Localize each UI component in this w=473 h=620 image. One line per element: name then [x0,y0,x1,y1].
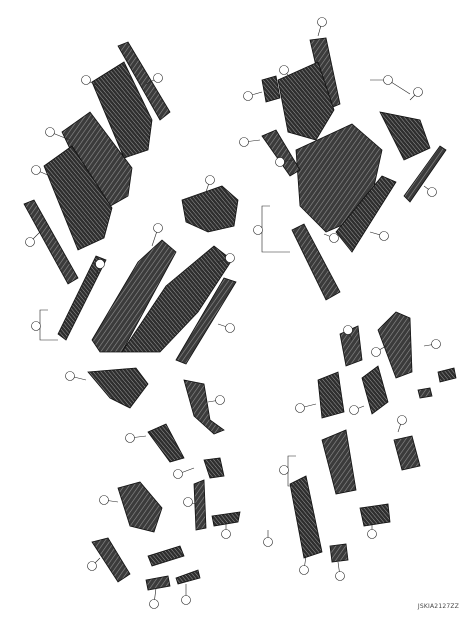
callout-bubble [25,237,35,247]
callout-bubble [349,405,359,415]
center-pillar-reinforcement [361,365,389,415]
callout-bubble [221,529,231,539]
callout-bubble [317,17,327,27]
callout-bubble [205,175,215,185]
floor-crossmember-upper [91,61,153,159]
callout-bubble [275,157,285,167]
rear-floor-extension [335,175,397,253]
callout-bubble [153,223,163,233]
callout-bubble [427,187,437,197]
side-sill-inner [23,199,79,285]
callout-leaders [25,17,441,609]
stay-b [211,511,241,527]
callout-bubble [343,325,353,335]
callout-bubble [149,599,159,609]
clip-right-a [437,367,457,383]
callout-bubble [279,465,289,475]
upper-right-rear-group [261,37,447,301]
rear-side-member-extension [291,223,341,301]
rear-crossmember-long [403,145,447,203]
callout-bubble [81,75,91,85]
callout-bubble [299,565,309,575]
callout-bubble [181,595,191,605]
callout-bubble [383,75,393,85]
rear-floor-side-member [379,111,431,161]
hood-hinge-bracket [87,367,149,409]
callout-bubble [371,347,381,357]
callout-bubble [397,415,407,425]
clip-right-b [417,387,433,399]
callout-bubble [239,137,249,147]
bracket-small-d [175,569,201,585]
callout-bubble [329,233,339,243]
callout-bubble [225,323,235,333]
lower-left-detail-group [87,367,241,591]
front-pillar-lower [183,379,225,435]
center-pillar-inner [377,311,413,379]
callout-bubble [183,497,193,507]
callout-bubble [253,225,263,235]
rear-pillar-inner [317,371,345,419]
callout-bubble [125,433,135,443]
quarter-inner-upper [321,429,357,495]
cowl-top-bracket [181,185,239,233]
quarter-inner-lower [289,475,323,559]
lower-right-detail-group [289,311,457,563]
callout-bubble [225,253,235,263]
bracket-small-b [147,545,185,567]
callout-bubble [243,91,253,101]
wheelhouse-outer [393,435,421,471]
callout-bubble [153,73,163,83]
callout-bubble [173,469,183,479]
small-clip-a [203,457,225,479]
callout-bubble [367,529,377,539]
floor-bracket-a [261,129,301,177]
callout-bubble [263,537,273,547]
stay-a [193,479,207,531]
rear-bracket-e [359,503,391,527]
callout-bubble [279,65,289,75]
front-floor-panel [43,145,113,251]
dash-side-lower [117,481,163,533]
callout-bubble [87,561,97,571]
callout-bubble [431,339,441,349]
callout-bubble [99,495,109,505]
hoodledge-rear [57,255,107,341]
callout-bubble [335,571,345,581]
callout-bubble [295,403,305,413]
bracket-small-c [145,575,171,591]
figure-code: JSKIA2127ZZ [417,603,459,610]
callout-bubble [95,259,105,269]
dash-lower-panel [91,239,177,353]
rear-side-member-upper [117,41,171,121]
small-gusset-a [261,75,281,103]
front-side-member-closing [91,537,131,583]
callout-bubble [379,231,389,241]
middle-dash-group [57,185,239,365]
callout-bubble [31,165,41,175]
rear-bracket-f [329,543,349,563]
callout-bubble [413,87,423,97]
front-pillar-reinforcement [175,277,237,365]
cowl-side-bracket [147,423,185,463]
callout-bubble [65,371,75,381]
callout-bubble [31,321,41,331]
callout-bubble [215,395,225,405]
callout-bubble [45,127,55,137]
upper-left-floor-group [23,41,171,285]
rear-floor-front [277,61,335,141]
